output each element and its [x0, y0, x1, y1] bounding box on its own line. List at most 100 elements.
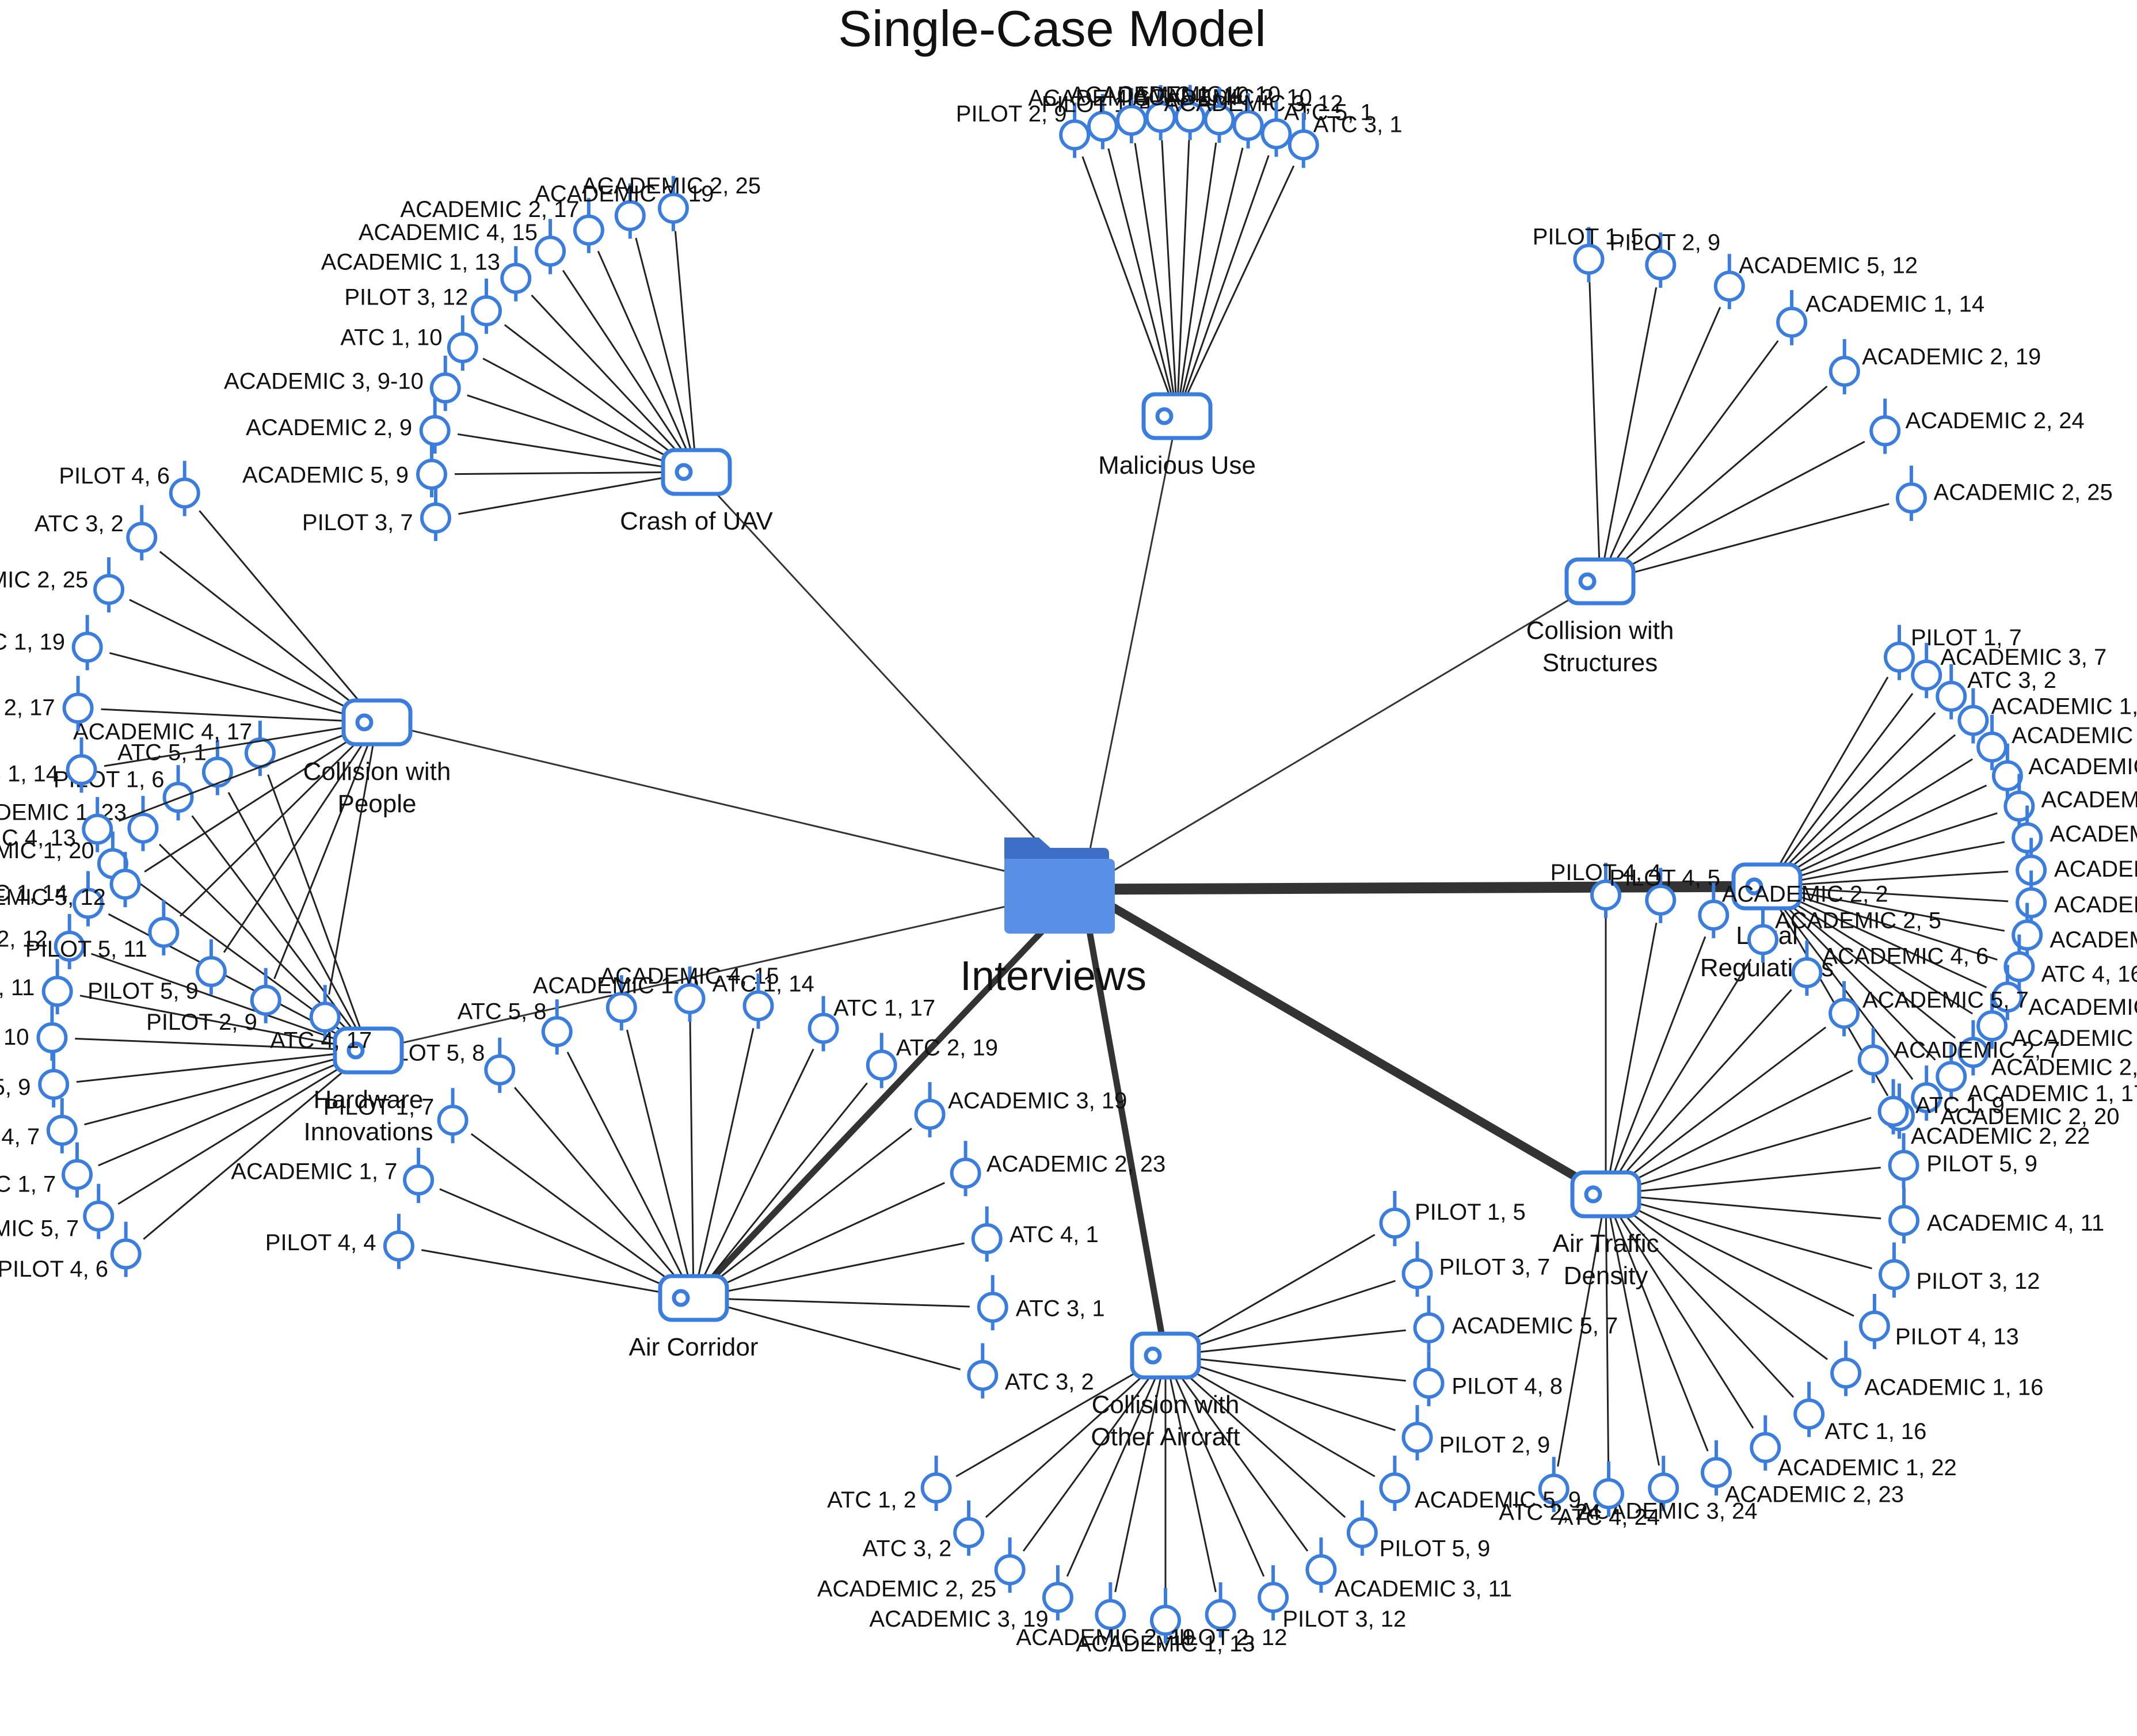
case-node[interactable]: ACADEMIC 2, 19 [535, 181, 714, 239]
case-node[interactable]: ACADEMIC 5, 12 [0, 852, 141, 910]
case-node[interactable]: ACADEMIC 1, 17 [1936, 1044, 2137, 1106]
case-node[interactable]: ACADEMIC 3, 19 [869, 1565, 1073, 1632]
case-node[interactable]: ACADEMIC 2, 2 [1698, 882, 1888, 938]
case-node[interactable]: ACADEMIC 4, 7 [0, 1098, 78, 1153]
case-node[interactable]: ACADEMIC 4, 11 [1888, 1188, 2104, 1244]
case-node[interactable]: ACADEMIC 3, 9 [1991, 743, 2137, 799]
case-node[interactable]: ACADEMIC 1, 8 [1957, 688, 2137, 744]
case-node[interactable]: ACADEMIC 2, 25 [1895, 466, 2113, 521]
case-node[interactable]: ATC 3, 2 [35, 505, 158, 561]
case-node[interactable]: ACADEMIC 2, 7 [1857, 1027, 2060, 1083]
case-node[interactable]: PILOT 1, 5 [1379, 1191, 1526, 1246]
case-node[interactable]: ACADEMIC 2, 25 [582, 173, 761, 231]
case-node[interactable]: PILOT 4, 5 [1609, 865, 1720, 923]
case-node[interactable]: ACADEMIC 2, 19 [1829, 339, 2041, 395]
case-node[interactable]: ACADEMIC 2, 23 [950, 1141, 1166, 1197]
case-node[interactable]: ATC 1, 9 [1877, 1079, 2005, 1135]
case-node[interactable]: ACADEMIC 1, 7 [231, 1148, 435, 1204]
case-node[interactable]: ACADEMIC 1, 13 [1076, 1588, 1255, 1657]
case-node[interactable]: ACADEMIC 3, 7 [1911, 642, 2106, 698]
case-node[interactable]: ATC 1, 10 [0, 1005, 68, 1061]
case-node[interactable]: ACADEMIC 1, 9 [1976, 714, 2137, 770]
case-node[interactable]: ACADEMIC 5, 9-10 [1028, 86, 1228, 144]
case-node[interactable]: ACADEMIC 5, 12 [1713, 253, 1918, 310]
case-node[interactable]: ACADEMIC 1, 22 [1750, 1415, 1957, 1480]
case-node[interactable]: ACADEMIC 5, 7 [0, 1183, 115, 1242]
case-node[interactable]: ACADEMIC 2, 9 [246, 398, 451, 454]
case-node[interactable]: PILOT 3, 12 [1258, 1565, 1406, 1632]
case-node[interactable]: ATC 2, 24 [1499, 1457, 1601, 1525]
case-node[interactable]: ACADEMIC 3, 12 [1164, 91, 1343, 149]
case-node[interactable]: ACADEMIC 3, 19 [914, 1082, 1127, 1137]
case-node[interactable]: ATC 3, 2 [967, 1343, 1094, 1399]
case-node[interactable]: ACADEMIC 2, 24 [1869, 398, 2085, 454]
case-node[interactable]: ACADEMIC 4, 13 [0, 797, 113, 852]
case-node[interactable]: ACADEMIC 1, 16 [1830, 1341, 2043, 1400]
case-node[interactable]: ACADEMIC 1, 13 [321, 246, 532, 302]
case-node[interactable]: ACADEMIC 2, 16 [1976, 993, 2137, 1051]
case-node[interactable]: ACADEMIC 1, 14 [0, 737, 97, 793]
case-node[interactable]: ACADEMIC 5, 7 [1413, 1295, 1618, 1351]
case-node[interactable]: ACADEMIC 5, 7 [1829, 981, 2029, 1037]
case-node[interactable]: PILOT 2, 9 [1401, 1405, 1550, 1461]
case-node[interactable]: ATC 1, 17 [807, 995, 935, 1052]
case-node[interactable]: PILOT 4, 6 [0, 1221, 142, 1282]
case-node[interactable]: ATC 1, 2 [827, 1456, 952, 1513]
case-node[interactable]: ACADEMIC 4, 15 [600, 964, 779, 1022]
case-node[interactable]: PILOT 2, 12 [1163, 1582, 1287, 1650]
case-node[interactable]: PILOT 5, 9 [87, 939, 227, 1004]
case-node[interactable]: ACADEMIC 4, 6 [1791, 940, 1989, 996]
case-node[interactable]: PILOT 2, 9 [146, 968, 281, 1035]
case-node[interactable]: ATC 4, 16 [2003, 934, 2137, 990]
case-node[interactable]: ATC 1, 16 [1793, 1381, 1926, 1444]
case-node[interactable]: ATC 3, 2 [863, 1500, 985, 1562]
case-node[interactable]: PILOT 4, 6 [59, 460, 200, 516]
case-node[interactable]: ACADEMIC 3, 9-10 [224, 356, 461, 412]
case-node[interactable]: ACADEMIC 2, 10 [1133, 85, 1312, 143]
case-node[interactable]: ACADEMIC 3, 13 [2016, 837, 2137, 893]
case-node[interactable]: ACADEMIC 2, 25 [0, 557, 125, 613]
case-node[interactable]: PILOT 1, 7 [323, 1088, 468, 1144]
case-node[interactable]: ACADEMIC 3, 11 [1305, 1537, 1512, 1602]
case-node[interactable]: ACADEMIC 1, 16 [1991, 965, 2137, 1021]
case-node[interactable]: PILOT 4, 4 [1551, 860, 1662, 918]
case-node[interactable]: PILOT 3, 7 [1401, 1241, 1550, 1297]
case-node[interactable]: ATC 3, 2 [1936, 664, 2056, 719]
case-node[interactable]: PILOT 1, 5 [1533, 224, 1644, 283]
case-node[interactable]: ACADEMIC 2, 17 [0, 676, 94, 732]
case-node[interactable]: ACADEMIC 2, 13 [2012, 805, 2137, 861]
case-node[interactable]: ATC 3, 1 [1287, 112, 1403, 168]
case-node[interactable]: ACADEMIC 4, 10 [1102, 82, 1281, 140]
case-node[interactable]: ACADEMIC 1, 9 [533, 973, 699, 1031]
case-node[interactable]: ACADEMIC 4, 11 [0, 959, 73, 1015]
case-node[interactable]: ACADEMIC 2, 5 [1747, 907, 1941, 963]
case-node[interactable]: PILOT 4, 4 [265, 1213, 414, 1269]
case-node[interactable]: ACADEMIC 1, 14 [1776, 290, 1984, 345]
center-node[interactable]: Interviews [960, 837, 1146, 999]
case-node[interactable]: PILOT 4, 13 [1858, 1293, 2019, 1350]
case-node[interactable]: PILOT 3, 12 [1878, 1242, 2040, 1298]
case-node[interactable]: ACADEMIC 5, 9 [242, 442, 448, 498]
case-node[interactable]: ACADEMIC 2, 19 [1016, 1582, 1195, 1650]
case-node[interactable]: ACADEMIC 1, 19 [0, 615, 103, 671]
case-node[interactable]: PILOT 3, 12 [344, 278, 502, 334]
case-node[interactable]: ACADEMIC 1, 7 [0, 1142, 93, 1198]
case-node[interactable]: ACADEMIC 5, 9 [1379, 1456, 1581, 1513]
case-node[interactable]: ATC 2, 19 [866, 1033, 998, 1088]
case-node[interactable]: PILOT 2, 9 [956, 101, 1091, 158]
case-node[interactable]: ACADEMIC 2, 18 [1957, 1020, 2137, 1080]
case-node[interactable]: ACADEMIC 1, 14 [0, 871, 104, 927]
case-node[interactable]: ATC 4, 24 [1558, 1461, 1660, 1530]
case-node[interactable]: PILOT 5, 11 [25, 900, 180, 962]
case-node[interactable]: ACADEMIC 3, 24 [1578, 1456, 1758, 1524]
case-node[interactable]: PILOT 4, 8 [1413, 1351, 1563, 1407]
case-node[interactable]: PILOT 3, 7 [302, 485, 451, 541]
case-node[interactable]: ACADEMIC 2, 23 [1700, 1440, 1904, 1507]
